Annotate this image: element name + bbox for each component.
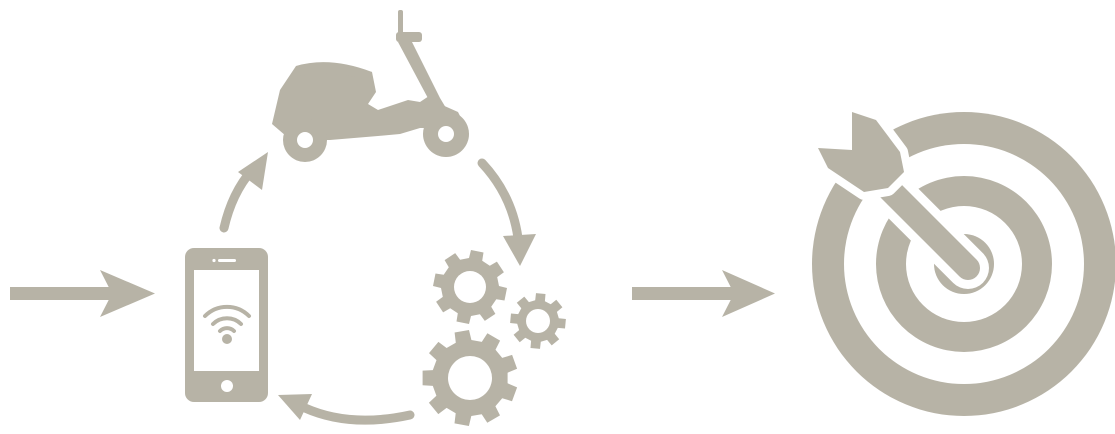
cycle-arrow-phone-to-scooter	[224, 152, 268, 228]
target-with-arrow-icon	[812, 112, 1115, 416]
cycle-arrow-scooter-to-gears	[482, 163, 536, 266]
input-arrow-icon	[10, 270, 155, 317]
smartphone-wifi-icon	[185, 248, 268, 402]
cycle-arrow-gears-to-phone	[278, 394, 410, 420]
scooter-icon	[272, 10, 469, 162]
gears-icon	[423, 250, 566, 426]
output-arrow-icon	[632, 270, 775, 317]
